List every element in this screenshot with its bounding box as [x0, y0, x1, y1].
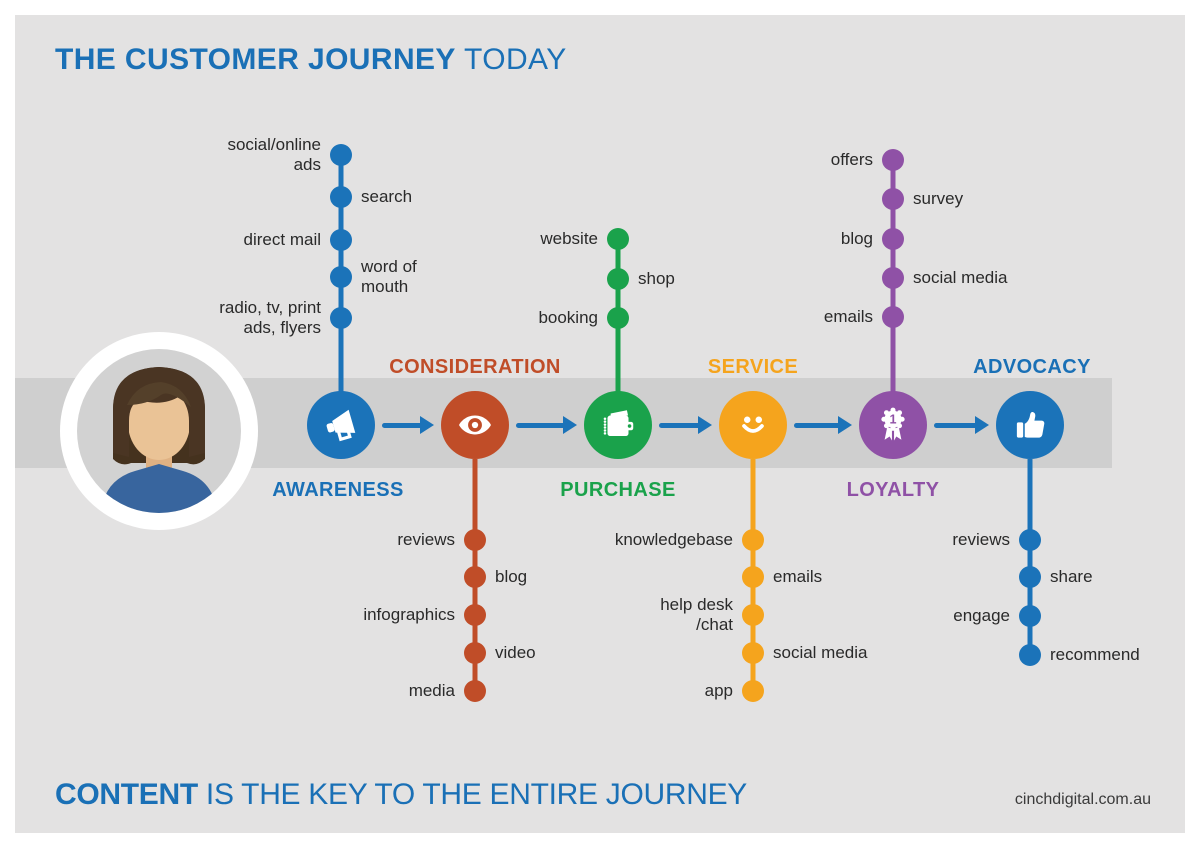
channel-label: social media — [773, 643, 868, 662]
svg-text:1: 1 — [889, 413, 896, 427]
infographic-canvas: THE CUSTOMER JOURNEY TODAY social/online… — [15, 15, 1185, 833]
flow-arrow — [516, 416, 577, 434]
customer-avatar — [60, 332, 258, 530]
channel-dot — [464, 529, 486, 551]
footer-tagline-rest: IS THE KEY TO THE ENTIRE JOURNEY — [197, 778, 748, 811]
stage-circle-awareness — [307, 391, 375, 459]
channel-dot — [330, 307, 352, 329]
channel-label: booking — [538, 308, 598, 327]
channel-label: website — [540, 229, 598, 248]
channel-dot — [882, 267, 904, 289]
channel-label: video — [495, 643, 536, 662]
page-title-light: TODAY — [464, 43, 567, 76]
flow-arrow — [794, 416, 852, 434]
channel-label: blog — [495, 567, 528, 586]
channel-label: social/online ads — [227, 135, 321, 174]
stage-label-awareness: AWARENESS — [272, 479, 404, 501]
channel-dot — [882, 149, 904, 171]
stage-label-consideration: CONSIDERATION — [389, 356, 561, 378]
channel-label: reviews — [952, 530, 1010, 549]
channel-label: share — [1050, 567, 1093, 586]
channel-label: direct mail — [243, 230, 321, 249]
channel-dot — [742, 566, 764, 588]
award-ribbon-icon: 1 — [881, 407, 905, 441]
channel-label: knowledgebase — [614, 530, 733, 549]
channel-dot — [1019, 644, 1041, 666]
channel-label: shop — [638, 269, 675, 288]
page-title-strong: THE CUSTOMER JOURNEY — [55, 43, 456, 76]
channel-label: reviews — [397, 530, 455, 549]
woman-avatar-icon — [101, 367, 217, 513]
flow-arrow — [934, 416, 989, 434]
channel-dot — [464, 604, 486, 626]
megaphone-icon — [326, 409, 356, 442]
footer-tagline: CONTENT IS THE KEY TO THE ENTIRE JOURNEY — [55, 778, 747, 812]
channel-label: engage — [953, 606, 1010, 625]
page-title: THE CUSTOMER JOURNEY TODAY — [55, 43, 567, 77]
channel-dot — [607, 228, 629, 250]
channel-dot — [330, 266, 352, 288]
channel-label: emails — [773, 567, 823, 586]
channel-label: media — [408, 681, 455, 700]
channel-label: radio, tv, print ads, flyers — [219, 298, 321, 337]
footer-tagline-strong: CONTENT — [55, 778, 198, 811]
stage-circle-purchase — [584, 391, 652, 459]
stage-label-purchase: PURCHASE — [560, 479, 676, 501]
channel-dot — [742, 680, 764, 702]
stage-label-service: SERVICE — [707, 356, 799, 378]
website-url: cinchdigital.com.au — [1014, 791, 1151, 808]
channel-dot — [742, 604, 764, 626]
wallet-icon — [603, 410, 634, 437]
advocacy-chain-line — [1027, 459, 1033, 655]
channel-label: app — [704, 681, 733, 700]
avatar-background — [77, 349, 241, 513]
stage-circle-advocacy — [996, 391, 1064, 459]
smiley-icon — [742, 416, 764, 433]
eye-icon — [459, 415, 491, 435]
channel-label: offers — [830, 150, 873, 169]
channel-dot — [882, 306, 904, 328]
channel-dot — [464, 566, 486, 588]
channel-dot — [1019, 566, 1041, 588]
channel-dot — [330, 144, 352, 166]
channel-label: social media — [913, 268, 1008, 287]
channel-dot — [607, 307, 629, 329]
channel-label: help desk /chat — [660, 595, 733, 634]
flow-arrow — [659, 416, 712, 434]
channel-label: search — [361, 187, 413, 206]
channel-dot — [330, 229, 352, 251]
channel-dot — [607, 268, 629, 290]
channel-label: infographics — [363, 605, 455, 624]
channel-label: word of mouth — [361, 257, 417, 296]
thumbs-up-icon — [1016, 412, 1045, 438]
channel-dot — [464, 680, 486, 702]
channel-dot — [882, 228, 904, 250]
channel-label: survey — [913, 189, 964, 208]
flow-arrow — [382, 416, 434, 434]
channel-label: emails — [823, 307, 873, 326]
channel-dot — [882, 188, 904, 210]
channel-dot — [1019, 529, 1041, 551]
channel-dot — [1019, 605, 1041, 627]
channel-dot — [330, 186, 352, 208]
stage-label-advocacy: ADVOCACY — [973, 356, 1091, 378]
channel-dot — [742, 642, 764, 664]
channel-dot — [742, 529, 764, 551]
stage-circle-loyalty: 1 — [859, 391, 927, 459]
channel-dot — [464, 642, 486, 664]
stage-circle-service — [719, 391, 787, 459]
channel-label: blog — [840, 229, 873, 248]
channel-label: recommend — [1050, 645, 1140, 664]
stage-label-loyalty: LOYALTY — [846, 479, 940, 501]
stage-circle-consideration — [441, 391, 509, 459]
